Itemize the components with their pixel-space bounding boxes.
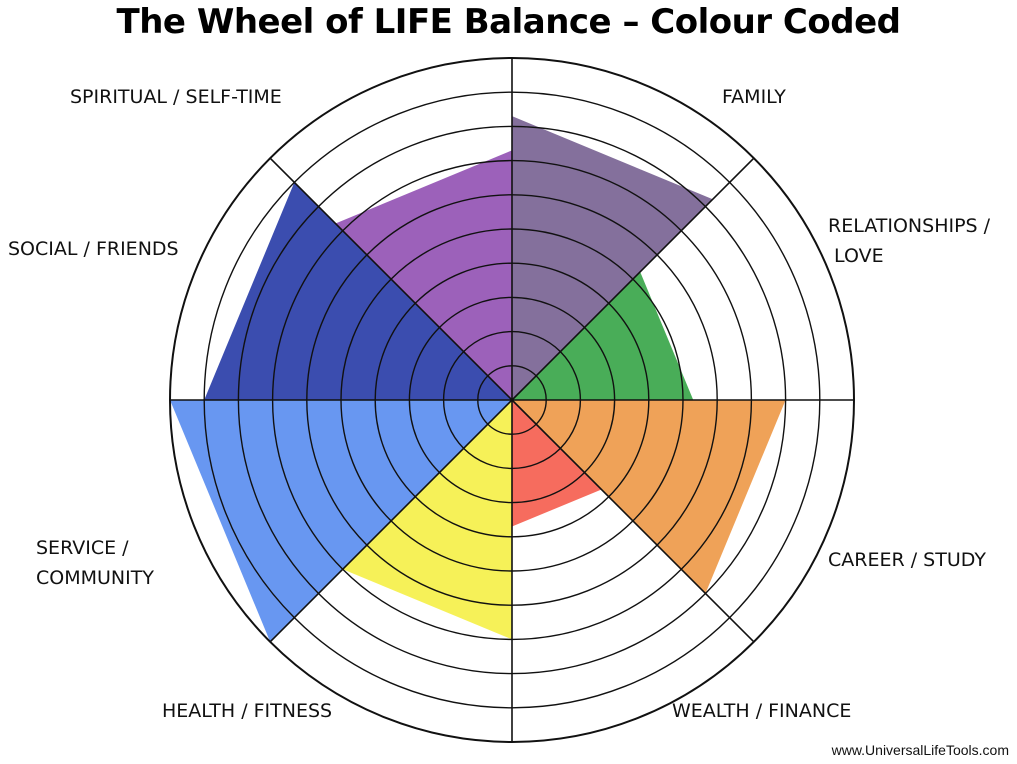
wedge-social-friends — [204, 182, 512, 400]
label-line: FAMILY — [722, 86, 786, 108]
label-line: WEALTH / FINANCE — [672, 700, 852, 722]
wedge-wealth-finance — [512, 400, 602, 527]
wedge-career-study — [512, 400, 786, 594]
label-line: LOVE — [828, 245, 884, 267]
spoke-8 — [269, 157, 513, 401]
label-line: RELATIONSHIPS / — [828, 215, 991, 237]
label-social-friends: SOCIAL / FRIENDS — [8, 234, 179, 264]
spoke-2 — [511, 157, 755, 401]
label-line: SERVICE / — [36, 537, 129, 559]
spoke-gridlines — [170, 58, 854, 742]
label-career-study: CAREER / STUDY — [828, 545, 986, 575]
spoke-6 — [269, 399, 513, 643]
label-line: SPIRITUAL / SELF-TIME — [70, 86, 282, 108]
wedge-health-fitness — [342, 400, 512, 640]
wedge-spiritual-self-time — [335, 150, 512, 400]
wedge-service-community — [170, 400, 512, 642]
label-spiritual-self-time: SPIRITUAL / SELF-TIME — [70, 82, 282, 112]
spoke-4 — [511, 399, 755, 643]
label-health-fitness: HEALTH / FITNESS — [162, 696, 332, 726]
label-family: FAMILY — [722, 82, 786, 112]
label-line: SOCIAL / FRIENDS — [8, 238, 179, 260]
label-service-community: SERVICE / COMMUNITY — [36, 533, 154, 593]
label-relationships-love: RELATIONSHIPS / LOVE — [828, 211, 990, 271]
footer-url: www.UniversalLifeTools.com — [831, 742, 1009, 758]
chart-title: The Wheel of LIFE Balance – Colour Coded — [116, 2, 901, 42]
wedge-relationships-love — [512, 271, 694, 400]
label-line: HEALTH / FITNESS — [162, 700, 333, 722]
label-line: CAREER / STUDY — [828, 549, 986, 571]
wedge-layer — [170, 116, 786, 642]
wedge-family — [512, 116, 713, 400]
label-wealth-finance: WEALTH / FINANCE — [672, 696, 851, 726]
label-line: COMMUNITY — [36, 567, 154, 589]
